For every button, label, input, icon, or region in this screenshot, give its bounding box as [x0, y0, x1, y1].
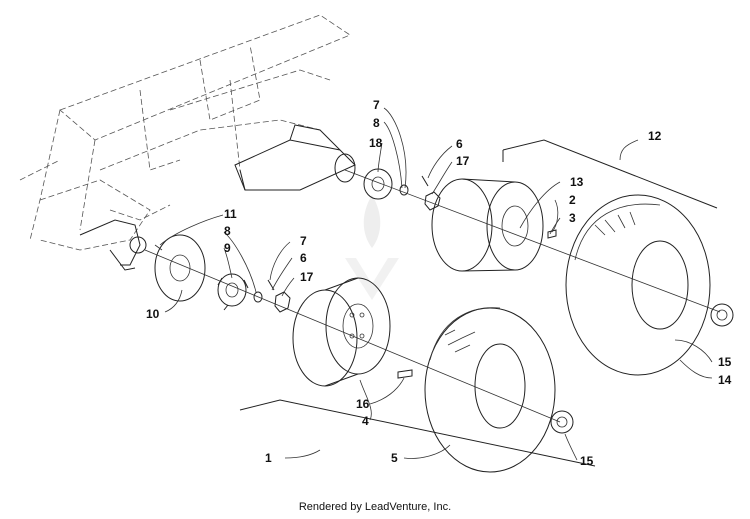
- brake-disc: [154, 234, 206, 302]
- rear-centerline: [344, 169, 721, 313]
- front-centerline: [144, 249, 561, 423]
- callout-17-rear: 17: [456, 154, 470, 168]
- callout-7-rear: 7: [373, 98, 380, 112]
- callout-15-rear: 15: [718, 355, 732, 369]
- callout-17-front: 17: [300, 270, 314, 284]
- callout-3: 3: [569, 211, 576, 225]
- callout-2: 2: [569, 193, 576, 207]
- footer-credit: Rendered by LeadVenture, Inc.: [298, 501, 452, 513]
- callout-5: 5: [391, 451, 398, 465]
- rear-hub: [363, 168, 393, 200]
- callout-12: 12: [648, 129, 662, 143]
- front-lug-nut: [550, 410, 574, 434]
- callout-13: 13: [570, 175, 584, 189]
- callout-6-front: 6: [300, 251, 307, 265]
- front-group-bracket: [239, 399, 596, 467]
- callout-9: 9: [224, 241, 231, 255]
- callout-14: 14: [718, 373, 732, 387]
- callout-10: 10: [146, 307, 160, 321]
- swing-arm: [234, 124, 356, 191]
- rear-valve-stem: [547, 229, 557, 239]
- rear-tire: [565, 194, 711, 376]
- rear-lug-nut: [710, 303, 734, 327]
- rear-castle-nut: [424, 191, 441, 211]
- callout-8-front: 8: [224, 224, 231, 238]
- front-tire: [424, 307, 556, 473]
- frame-assembly: [19, 14, 351, 251]
- callout-16: 16: [356, 397, 370, 411]
- callout-8-rear: 8: [373, 116, 380, 130]
- callout-6-rear: 6: [456, 137, 463, 151]
- leader-lines: [159, 107, 713, 461]
- rear-rim: [431, 178, 544, 272]
- front-hub: [217, 273, 249, 311]
- valve-stem: [397, 369, 413, 379]
- callout-1: 1: [265, 451, 272, 465]
- rear-washer: [399, 184, 409, 196]
- callout-4: 4: [362, 414, 369, 428]
- callout-11: 11: [224, 207, 237, 221]
- callout-7-front: 7: [300, 234, 307, 248]
- a-arm: [79, 219, 147, 271]
- rear-group-bracket: [502, 139, 718, 209]
- callout-18: 18: [369, 136, 383, 150]
- watermark-logo: [345, 195, 399, 300]
- callout-15-front: 15: [580, 454, 594, 468]
- front-washer: [253, 291, 263, 303]
- callout-labels: 7 8 18 6 17 12 13 2 3 11 8 9 7 6 17 10 1…: [146, 98, 732, 468]
- rear-cotter-pin: [421, 175, 429, 187]
